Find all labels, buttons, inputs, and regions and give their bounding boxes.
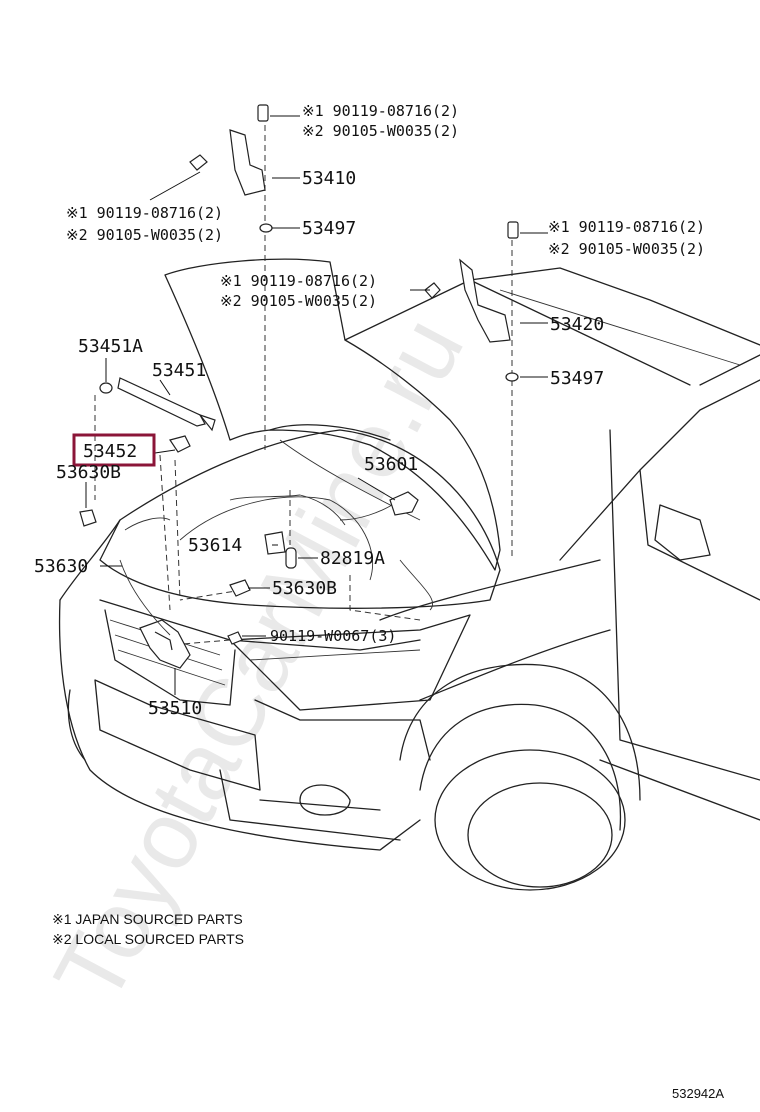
legend: ※1 JAPAN SOURCED PARTS ※2 LOCAL SOURCED … — [52, 911, 244, 947]
part-label-90119-w0067[interactable]: 90119-W0067(3) — [270, 627, 396, 645]
part-label-53452[interactable]: 53452 — [83, 441, 137, 462]
bolt-ref-left-2: ※2 90105-W0035(2) — [66, 226, 223, 244]
bolt-ref-right-1: ※1 90119-08716(2) — [548, 218, 705, 236]
bolt-ref-right-2: ※2 90105-W0035(2) — [548, 240, 705, 258]
hood-latch-release-part — [299, 491, 419, 526]
part-label-53601[interactable]: 53601 — [364, 454, 418, 475]
part-label-53497-right[interactable]: 53497 — [550, 368, 604, 389]
part-label-53420[interactable]: 53420 — [550, 314, 604, 335]
part-label-53451a[interactable]: 53451A — [78, 336, 143, 357]
part-label-53614[interactable]: 53614 — [188, 535, 242, 556]
part-label-53410[interactable]: 53410 — [302, 168, 356, 189]
part-label-82819a[interactable]: 82819A — [320, 548, 385, 569]
bolt-ref-top-2: ※2 90105-W0035(2) — [302, 122, 459, 140]
part-label-53497-left[interactable]: 53497 — [302, 218, 356, 239]
part-label-53510[interactable]: 53510 — [148, 698, 202, 719]
bolt-ref-center: ※1 90119-08716(2) ※2 90105-W0035(2) — [220, 272, 377, 310]
leader-lines — [85, 115, 548, 695]
hood-cable-part — [119, 494, 301, 636]
bolt-ref-right: ※1 90119-08716(2) ※2 90105-W0035(2) — [548, 218, 705, 258]
bolt-ref-center-2: ※2 90105-W0035(2) — [220, 292, 377, 310]
car-body-illustration — [58, 267, 760, 891]
bolt-ref-top: ※1 90119-08716(2) ※2 90105-W0035(2) — [302, 102, 459, 140]
highlight-box-53452 — [72, 433, 156, 467]
bolt-ref-left-1: ※1 90119-08716(2) — [66, 204, 223, 222]
legend-item-local: ※2 LOCAL SOURCED PARTS — [52, 931, 244, 947]
part-label-53451[interactable]: 53451 — [152, 360, 206, 381]
part-label-53630b-left[interactable]: 53630B — [56, 462, 121, 483]
legend-item-japan: ※1 JAPAN SOURCED PARTS — [52, 911, 243, 927]
hood-lock-part — [79, 509, 251, 669]
hinge-left-part — [189, 104, 273, 233]
hood-support-rod-part — [99, 377, 216, 453]
diagram-code: 532942A — [672, 1086, 724, 1101]
bolt-ref-center-1: ※1 90119-08716(2) — [220, 272, 377, 290]
bolt-ref-left: ※1 90119-08716(2) ※2 90105-W0035(2) — [66, 204, 223, 244]
part-label-53630[interactable]: 53630 — [34, 556, 88, 577]
hinge-right-part — [424, 221, 519, 382]
part-label-53630b-center[interactable]: 53630B — [272, 578, 337, 599]
bolt-ref-top-1: ※1 90119-08716(2) — [302, 102, 459, 120]
